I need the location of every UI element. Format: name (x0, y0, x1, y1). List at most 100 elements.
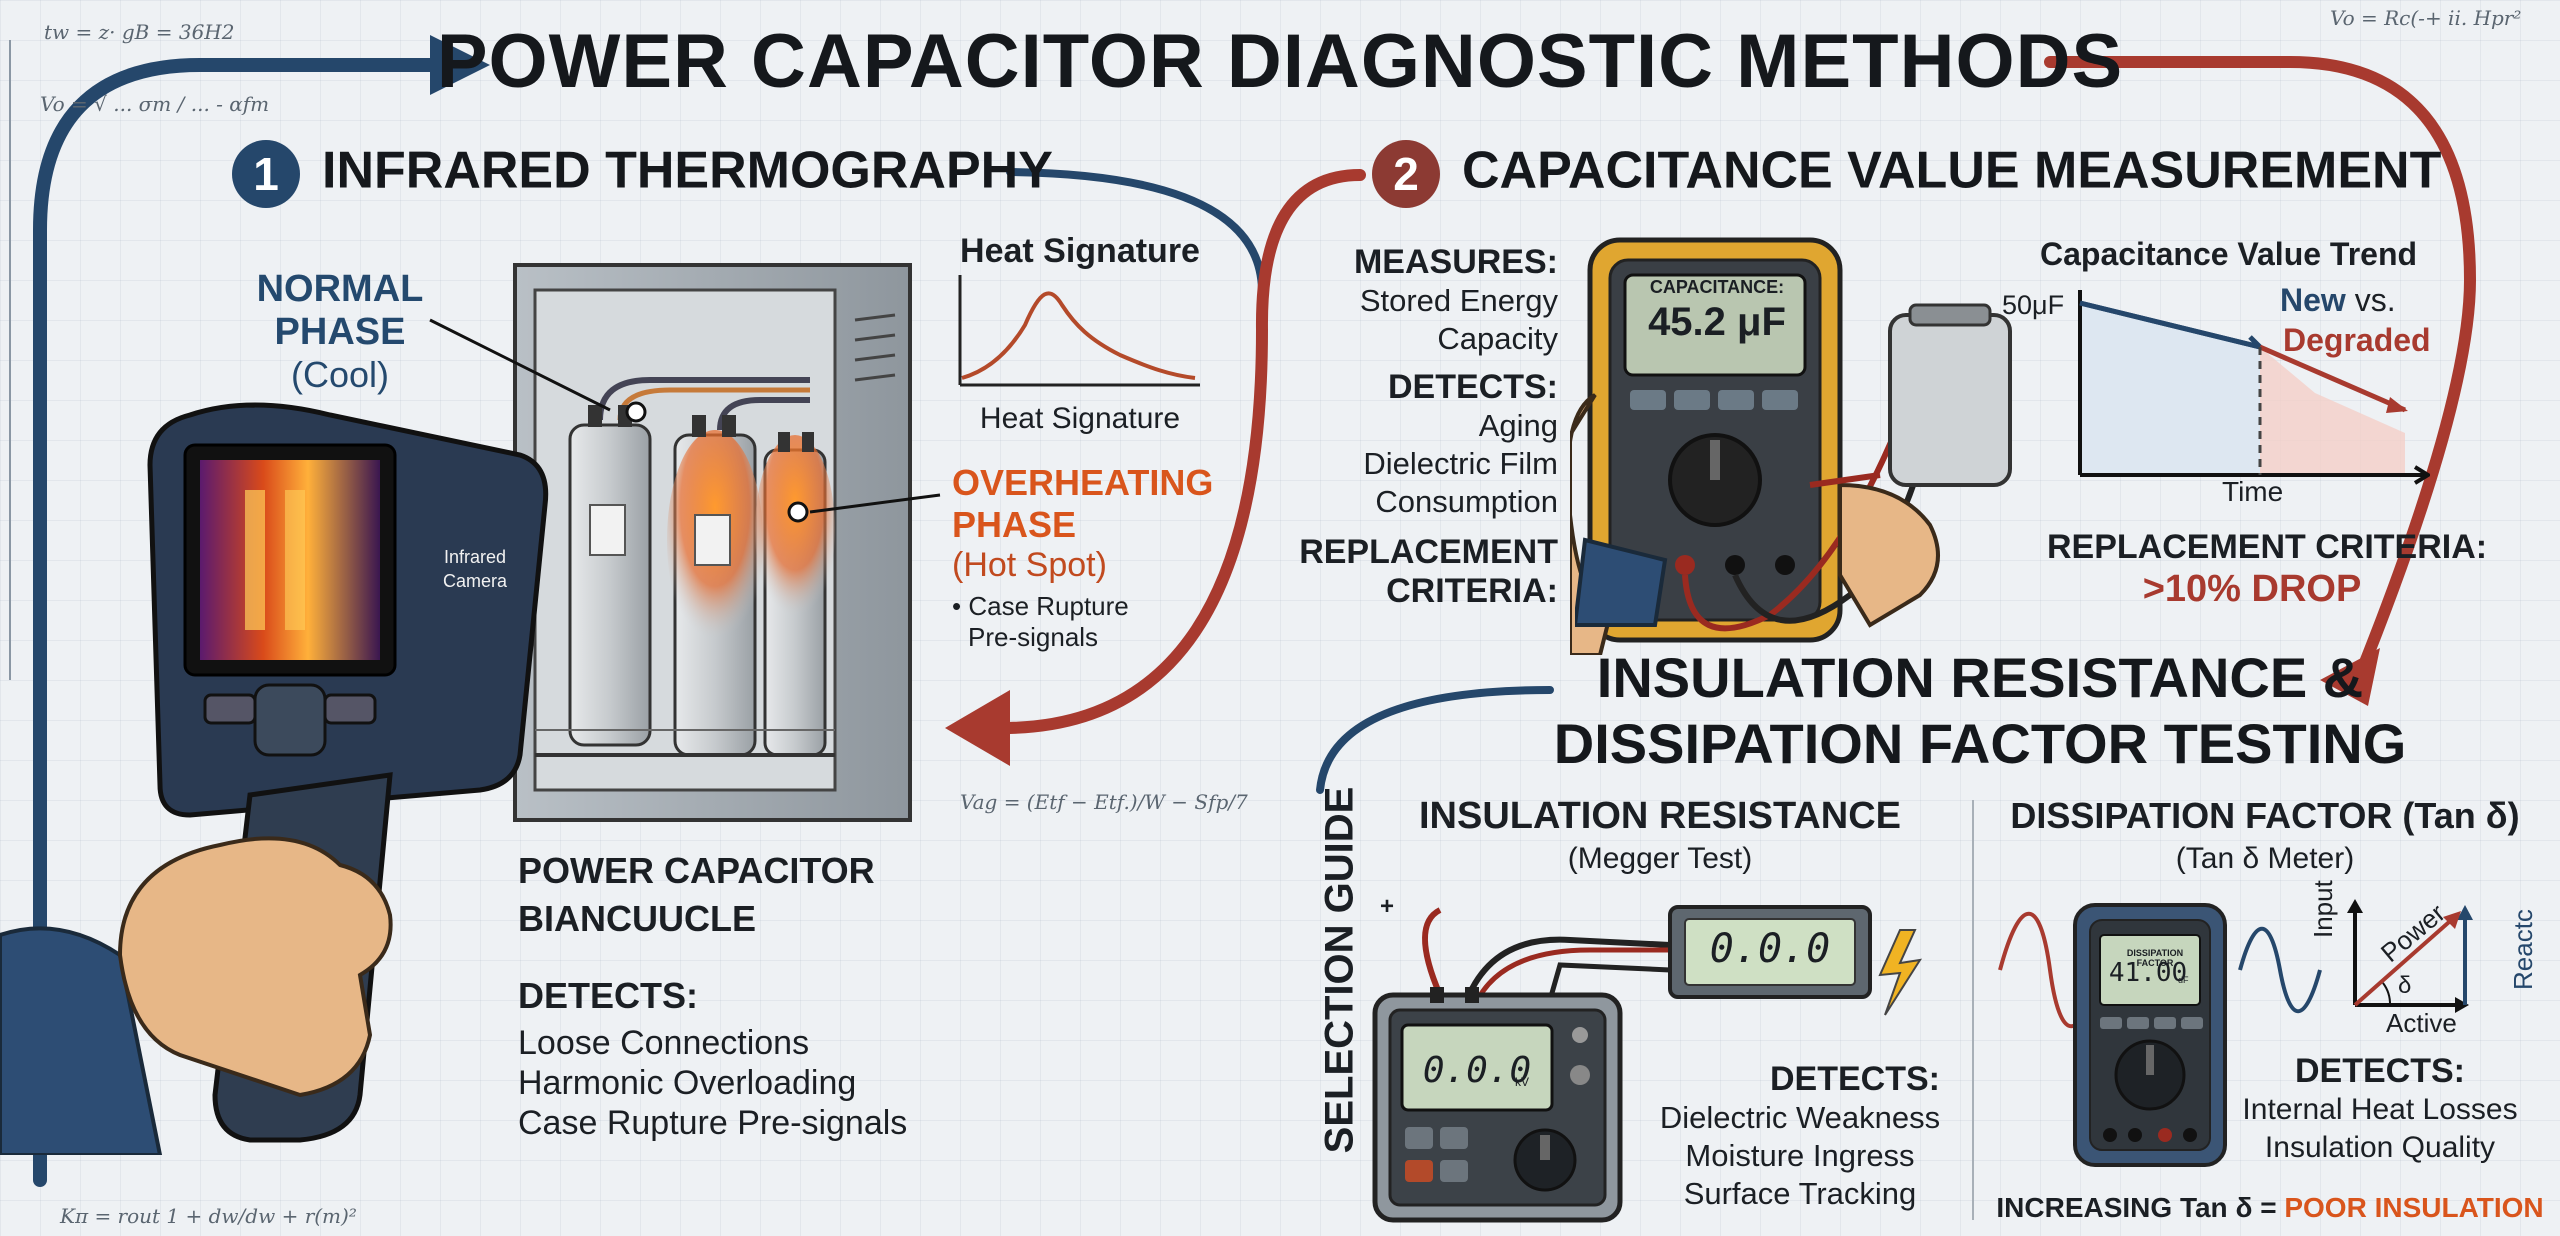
df-subtitle: (Tan δ Meter) (2175, 842, 2355, 875)
camera-label: Infrared Camera (430, 545, 520, 593)
operator-arm-left (1575, 537, 1668, 627)
blue-arc-thermo (1006, 168, 1266, 294)
selection-guide-label: SELECTION GUIDE (1317, 786, 1362, 1154)
capacitance-multimeter-illustration (1570, 237, 2012, 655)
section2-detects-label: DETECTS: (1388, 368, 1558, 406)
capacitor-cabinet-illustration (513, 263, 912, 822)
df-meter-unit: dF (2178, 975, 2189, 985)
section2-detect-item: Consumption (1375, 484, 1558, 519)
df-footer: INCREASING Tan δ = POOR INSULATION (1990, 1192, 2550, 1224)
legend-vs: vs. (2354, 282, 2396, 318)
blue-arc-selection (1316, 686, 1554, 794)
ir-display-top: 0.0.0 (1709, 926, 1831, 972)
capacitance-trend-chart (2078, 290, 2430, 485)
overheating-label: OVERHEATING PHASE (Hot Spot) • Case Rupt… (952, 462, 1214, 653)
section2-left-column: MEASURES: Stored Energy Capacity DETECTS… (1260, 243, 1558, 611)
ir-detects-label: DETECTS: (1770, 1060, 1940, 1098)
overheating-line1: OVERHEATING (952, 462, 1214, 503)
vector-reactive-label: Reactc (2508, 909, 2538, 990)
camera-label-2: Camera (442, 571, 508, 591)
heat-signature-caption: Heat Signature (979, 402, 1181, 435)
normal-phase-subtitle: (Cool) (290, 354, 389, 395)
df-detect-item: Internal Heat Losses (2242, 1093, 2518, 1126)
vector-delta-label: δ (2398, 972, 2412, 999)
section3-heading-line2: DISSIPATION FACTOR TESTING (1553, 712, 2407, 775)
blue-arrowhead (430, 35, 490, 95)
page-title: POWER CAPACITOR DIAGNOSTIC METHODS (436, 19, 2124, 104)
formula-top-right: Vo = Rc(-+ ii. Hpr² (2330, 6, 2522, 30)
ir-subtitle: (Megger Test) (1567, 842, 1753, 875)
infrared-camera-illustration (0, 402, 549, 1155)
trend-chart-legend-new: New vs. (2280, 282, 2396, 319)
ir-display-unit: kV (1515, 1075, 1530, 1089)
section1-heading: 1 INFRARED THERMOGRAPHY (232, 140, 1053, 208)
section1-detects-label: DETECTS: (518, 975, 698, 1016)
section3-divider (1972, 800, 1974, 1220)
red-arrowhead-right (2320, 648, 2380, 706)
measures-label: MEASURES: (1353, 243, 1558, 281)
replacement-criteria: REPLACEMENT CRITERIA: (2047, 528, 2488, 566)
trend-chart-ylabel: 50μF (2002, 290, 2065, 320)
ir-title: INSULATION RESISTANCE (1418, 795, 1902, 837)
measures-item: Stored Energy (1359, 283, 1558, 318)
replacement-value: >10% DROP (2142, 568, 2362, 610)
normal-phase-label: NORMAL PHASE (Cool) (190, 268, 490, 396)
df-detects-label: DETECTS: (2295, 1052, 2465, 1090)
section1-detect-item: Case Rupture Pre-signals (518, 1104, 908, 1142)
df-footer-prefix: INCREASING Tan δ = (1996, 1192, 2285, 1223)
heat-signature-chart (958, 275, 1200, 387)
trend-chart-xlabel: Time (2222, 476, 2284, 507)
megger-tester-illustration (1372, 905, 1923, 1223)
vector-input-label: Input (2308, 880, 2338, 938)
red-flow-arrow-right (2044, 56, 2477, 681)
section1-detect-item: Harmonic Overloading (518, 1064, 857, 1102)
df-meter-value: 41.00 (2108, 958, 2188, 988)
section2-detect-item: Aging (1478, 408, 1558, 443)
section2-number-badge: 2 (1372, 140, 1440, 208)
df-meter-header: DISSIPATION FACTOR (2126, 948, 2184, 968)
replacement-label-2: CRITERIA: (1386, 572, 1558, 610)
section3-heading: INSULATION RESISTANCE & DISSIPATION FACT… (1540, 645, 2420, 777)
df-detect-item: Insulation Quality (2264, 1131, 2496, 1164)
formula-middle: Vag = (Etf − Etf.)/W − Sfp/7 (960, 790, 1248, 814)
ir-display-main: 0.0.0 (1422, 1050, 1532, 1091)
blue-flow-arrow (33, 58, 447, 1187)
heat-signature-title: Heat Signature (960, 232, 1200, 270)
tan-delta-meter-illustration (1998, 899, 2473, 1167)
replacement-label-1: REPLACEMENT (1299, 533, 1558, 571)
ir-detect-item: Moisture Ingress (1685, 1138, 1915, 1173)
legend-new: New (2280, 282, 2346, 318)
df-detects: DETECTS: Internal Heat Losses Insulation… (2220, 1052, 2540, 1167)
formula-top-left-1: tw = z· gB = 36H2 (44, 20, 235, 44)
legend-degraded: Degraded (2283, 322, 2431, 358)
red-flow-arrow-middle (994, 169, 1366, 735)
overheating-subtitle: (Hot Spot) (952, 546, 1107, 584)
df-footer-highlight: POOR INSULATION (2284, 1192, 2544, 1223)
section1-number-badge: 1 (232, 140, 300, 208)
equipment-label: POWER CAPACITOR BIANCUUCLE (518, 850, 875, 940)
camera-label-1: Infrared (443, 547, 507, 567)
equipment-line1: POWER CAPACITOR (518, 850, 875, 891)
formula-bottom-left: Kπ = rout 1 + dw/dw + r(m)² (60, 1204, 357, 1228)
overheating-note-1: • Case Rupture (952, 591, 1129, 621)
section3-heading-line1: INSULATION RESISTANCE & (1596, 646, 2364, 709)
ir-detect-item: Surface Tracking (1683, 1176, 1917, 1211)
overheating-line2: PHASE (952, 504, 1077, 545)
trend-chart-title: Capacitance Value Trend (2040, 236, 2418, 272)
ir-detects: DETECTS: Dielectric Weakness Moisture In… (1640, 1060, 1960, 1213)
normal-phase-title: NORMAL PHASE (256, 268, 424, 353)
overheating-note-2: Pre-signals (968, 622, 1099, 652)
ir-detect-item: Dielectric Weakness (1659, 1100, 1941, 1135)
section2-detect-item: Dielectric Film (1363, 446, 1558, 481)
section1-detects: DETECTS: Loose Connections Harmonic Over… (518, 975, 907, 1143)
section1-heading-text: INFRARED THERMOGRAPHY (322, 141, 1053, 200)
equipment-line2: BIANCUUCLE (518, 898, 756, 939)
meter-value: 45.2 μF (1648, 300, 1786, 344)
formula-top-left-2: Vo = √ ... σm / ... - αfm (40, 92, 270, 116)
ir-polarity: + (1380, 893, 1395, 920)
meter-label: CAPACITANCE: (1649, 277, 1785, 297)
section2-heading-text: CAPACITANCE VALUE MEASUREMENT (1462, 141, 2442, 200)
measures-item: Capacity (1437, 321, 1558, 356)
